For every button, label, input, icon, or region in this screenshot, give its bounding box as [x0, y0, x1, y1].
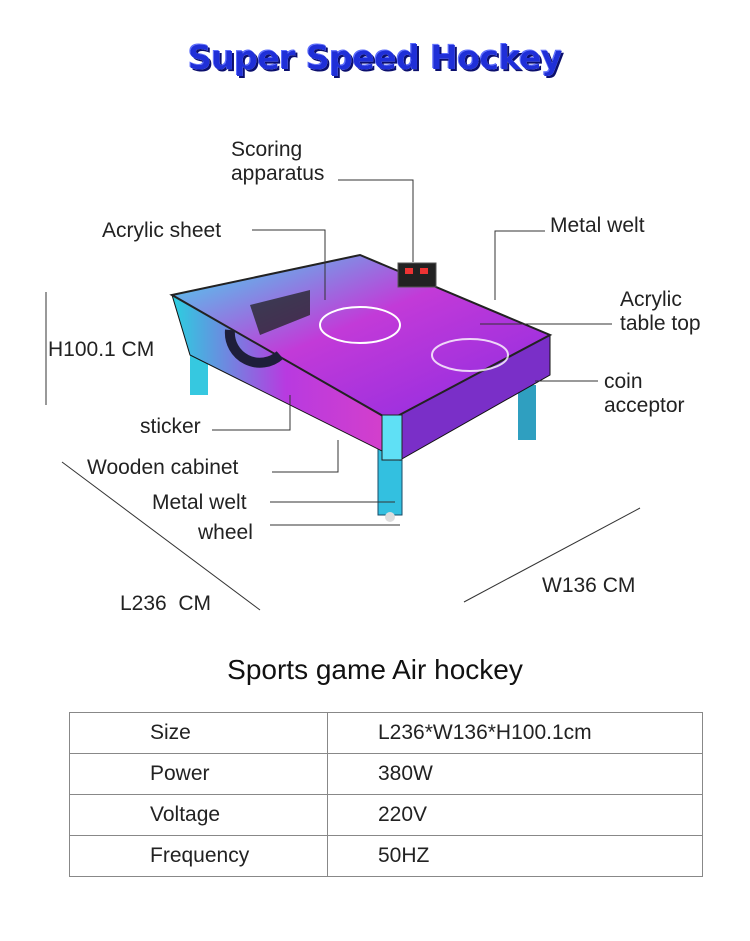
spec-subtitle: Sports game Air hockey: [227, 654, 523, 685]
scoring-unit: [397, 262, 437, 288]
callout-sticker: sticker: [140, 415, 201, 438]
spec-value: 380W: [327, 753, 703, 795]
table-row: Size L236*W136*H100.1cm: [69, 712, 703, 754]
dimension-length: L236 CM: [120, 592, 212, 615]
callout-metal-welt-bottom: Metal welt: [152, 491, 247, 514]
callout-scoring-line2: apparatus: [231, 162, 325, 185]
leg: [518, 385, 536, 440]
callout-acrylic-top-line1: Acrylic: [620, 288, 682, 311]
callout-coin-line2: acceptor: [604, 394, 685, 417]
air-hockey-table-illustration: [169, 253, 553, 522]
dimension-height: H100.1 CM: [48, 338, 155, 361]
callout-wheel: wheel: [198, 521, 253, 544]
spec-key: Frequency: [69, 835, 328, 877]
spec-key: Size: [69, 712, 328, 754]
table-row: Frequency 50HZ: [69, 835, 703, 877]
spec-value: 220V: [327, 794, 703, 836]
callout-coin-line1: coin: [604, 370, 643, 393]
corner-light: [381, 414, 403, 461]
table-row: Power 380W: [69, 753, 703, 795]
goal-mouth: [250, 290, 310, 335]
callout-scoring-line1: Scoring: [231, 138, 303, 161]
page-title: Super Speed Hockey: [187, 38, 563, 77]
callout-acrylic-sheet: Acrylic sheet: [102, 219, 222, 242]
callout-acrylic-top-line2: table top: [620, 312, 701, 335]
callout-wooden-cabinet: Wooden cabinet: [87, 456, 239, 479]
spec-value: L236*W136*H100.1cm: [327, 712, 703, 754]
spec-key: Voltage: [69, 794, 328, 836]
spec-table: Size L236*W136*H100.1cm Power 380W Volta…: [69, 712, 703, 877]
table-top: [169, 253, 553, 422]
spec-value: 50HZ: [327, 835, 703, 877]
sticker-arc: [224, 329, 284, 368]
leg: [190, 355, 208, 395]
spec-key: Power: [69, 753, 328, 795]
wheel: [385, 512, 395, 522]
table-row: Voltage 220V: [69, 794, 703, 836]
dimension-width: W136 CM: [542, 574, 636, 597]
center-circle: [319, 306, 401, 344]
callout-metal-welt-top: Metal welt: [550, 214, 645, 237]
